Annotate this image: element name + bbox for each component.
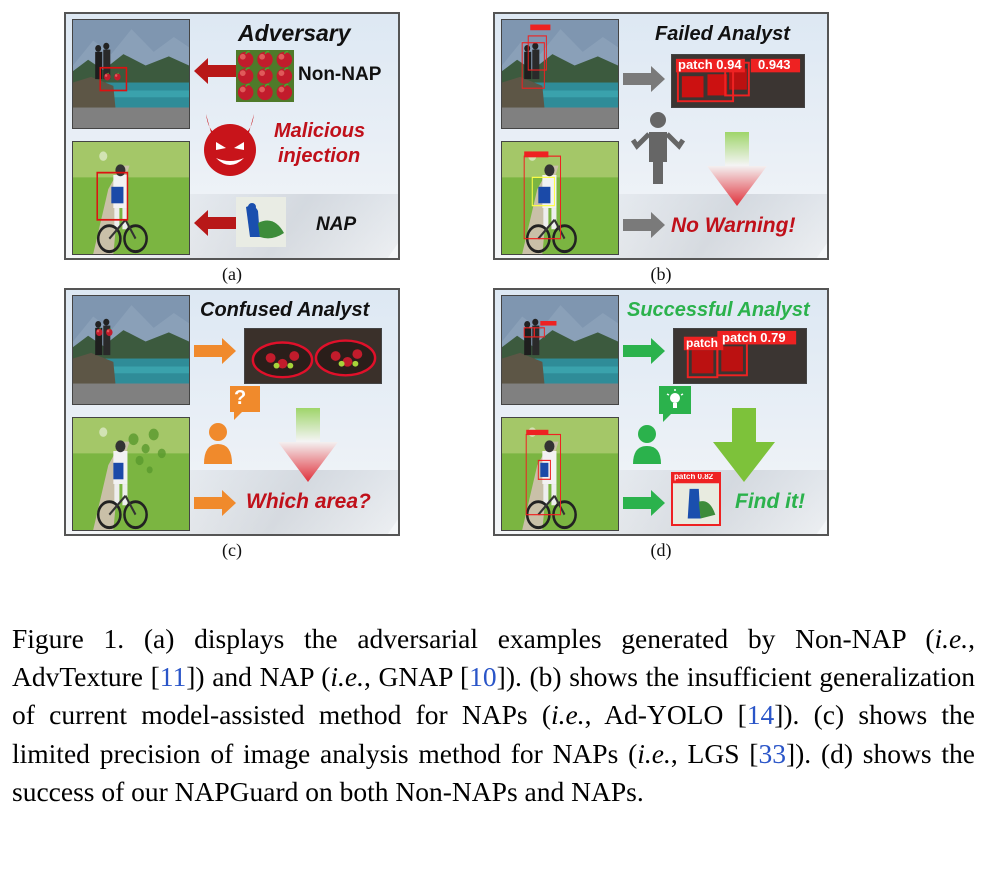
citation-link[interactable]: 11 [159,661,187,693]
bike-photo [72,417,190,531]
down-arrow-icon [707,132,767,206]
analyst-question-icon [204,386,260,464]
detection-crop: patch patch 0.79 [673,328,807,384]
detection-label: patch [686,336,719,350]
right-arrow-icon [623,212,665,238]
bike-photo [501,417,619,531]
right-arrow-icon [623,490,665,516]
find-it-label: Find it! [735,490,805,513]
bike-photo [501,141,619,255]
analysis-crop [244,328,382,384]
caption-text: , Ad-YOLO [ [584,699,747,731]
panel-c: Confused Analyst ? Which area? [64,288,400,536]
lake-photo [501,19,619,129]
detection-label-secondary: 0.943 [758,57,791,72]
detection-label: patch 0.94 [678,57,742,72]
detection-crop: patch 0.94 0.943 [671,54,805,108]
caption-text: ]) and NAP ( [186,661,331,693]
analyst-idea-icon [633,386,691,464]
lake-photo [72,19,190,129]
panel-a: Adversary Non-NAP Malicious injection NA… [64,12,400,260]
left-arrow-icon [194,210,240,236]
citation-link[interactable]: 10 [469,661,497,693]
caption-text: , GNAP [ [363,661,470,693]
detection-label-secondary: patch 0.79 [722,330,786,345]
caption-text: , AdvTexture [ [12,623,975,693]
caption-ie: i.e. [330,661,364,693]
non-nap-label: Non-NAP [298,64,382,85]
caption-text: ]). (b) shows the insufficient generaliz… [12,661,976,731]
devil-icon [204,114,256,176]
bike-photo [72,141,190,255]
caption-text: ]). (c) shows the limited precision of i… [12,699,975,769]
lake-photo [501,295,619,405]
citation-link[interactable]: 33 [758,737,786,769]
panel-title: Successful Analyst [627,299,810,321]
subfigure-label-c: (c) [222,540,242,560]
caption-text: Figure 1. (a) displays the adversarial e… [12,623,935,654]
found-patch-crop: patch 0.82 [671,472,721,526]
which-area-label: Which area? [246,490,371,513]
caption-ie: i.e. [934,623,969,654]
panel-d: Successful Analyst patch patch 0.79 [493,288,829,536]
lake-photo [72,295,190,405]
caption-ie: i.e. [551,699,585,731]
non-nap-patch-image [236,50,294,102]
nap-patch-image [236,197,286,247]
panel-title: Adversary [238,20,351,46]
subfigure-label-d: (d) [650,540,672,560]
panel-title: Failed Analyst [655,23,790,45]
left-arrow-icon [194,58,240,84]
panel-title: Confused Analyst [200,299,370,321]
caption-text: ]). (d) shows the success of our NAPGuar… [12,737,975,807]
down-arrow-icon [713,408,775,482]
no-warning-label: No Warning! [671,214,796,237]
right-arrow-icon [194,490,236,516]
subfigure-label-a: (a) [222,264,242,284]
injection-label: injection [278,145,361,167]
question-mark: ? [234,387,247,409]
down-arrow-icon [278,408,338,482]
nap-label: NAP [316,214,357,235]
subfigure-label-b: (b) [650,264,672,284]
analyst-shrug-icon [631,112,685,184]
right-arrow-icon [623,338,665,364]
right-arrow-icon [623,66,665,92]
figure-caption: Figure 1. (a) displays the adversarial e… [12,620,975,811]
malicious-label: Malicious [274,120,366,142]
citation-link[interactable]: 14 [746,699,775,731]
right-arrow-icon [194,338,236,364]
caption-text: , LGS [ [670,737,759,769]
caption-ie: i.e. [637,737,671,769]
panel-b: Failed Analyst patch 0.94 0.943 No Warni… [493,12,829,260]
found-patch-label: patch 0.82 [674,472,714,481]
